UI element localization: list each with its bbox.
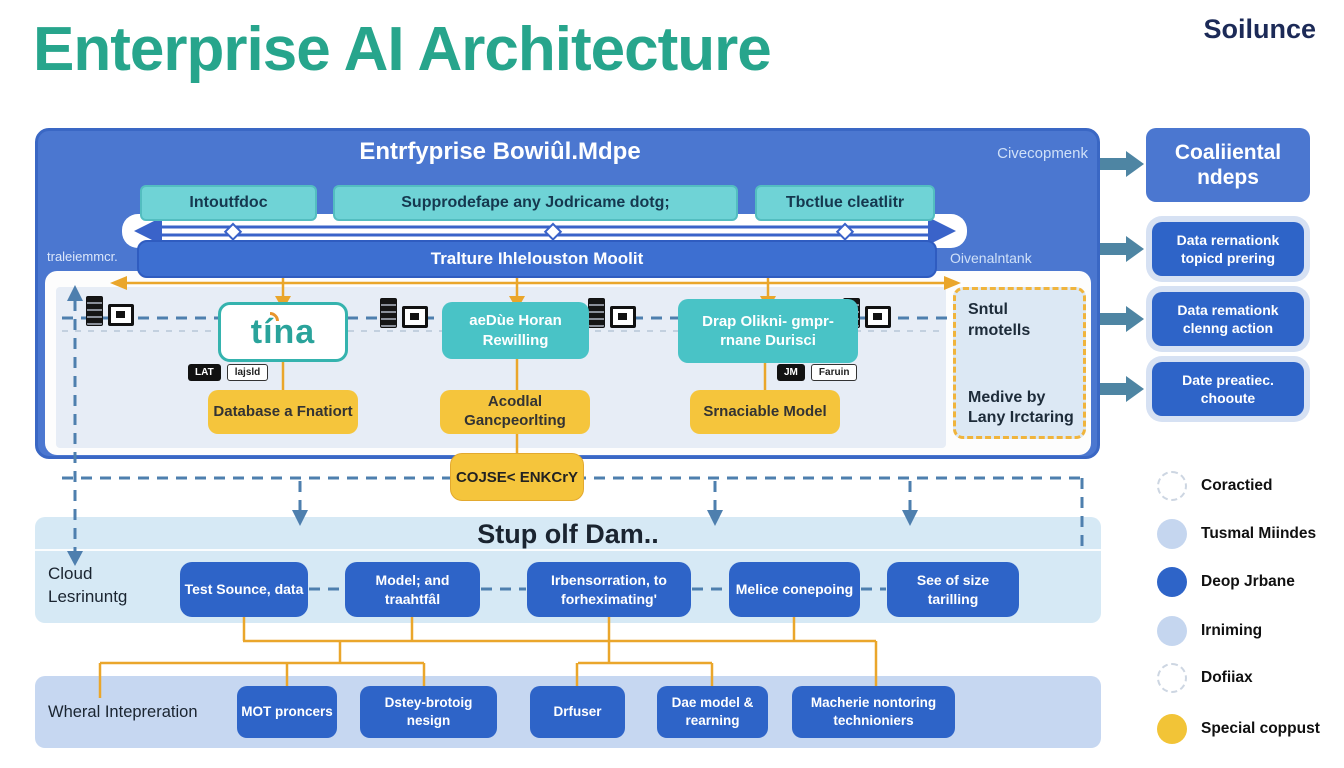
dashed-circle-icon [1157,471,1187,501]
monitor-icon [610,306,636,328]
bottom-box-2: Dstey-brotoig nesign [360,686,497,738]
cloud-divider-line [35,549,1101,551]
yellow-box-database: Database a Fnatiort [208,390,358,434]
teal-box-rewilling: aeDùe Horan Rewilling [442,302,589,359]
cloud-box-4: Melice conepoing [729,562,860,617]
yellow-box-acodlal: Acodlal Gancpeorlting [440,390,590,434]
monitor-icon [108,304,134,326]
sidebar-box-4: Date preatiec. chooute [1152,362,1304,416]
cloud-left-label: Cloud Lesrinuntg [48,564,128,606]
bottom-box-4: Dae model & rearning [657,686,768,738]
bottom-box-1: MOT proncers [237,686,337,738]
main-corner-label-top: Civecopmenk [997,145,1088,162]
chip-dark: JM [777,364,805,381]
sidebar-box-2: Data rernationk topicd prering [1152,222,1304,276]
monitor-icon [865,306,891,328]
legend-label: Coractied [1201,477,1273,494]
feature-bus-bar: Tralture Ihlelouston Moolit [137,240,937,278]
side-models-top-text: Sntul rmotells [968,301,1031,339]
cloud-box-3: Irbensorration, to forheximating' [527,562,691,617]
chip-dark: LAT [188,364,221,381]
side-models-bottom-text: Medive by Lany Irctaring [968,389,1074,426]
server-and-monitor-icon [86,296,134,326]
legend-label: Special coppust [1201,720,1320,737]
main-corner-label-mid: Oivenalntank [950,250,1032,266]
legend-item: Special coppust [1157,714,1320,744]
blue-circle-icon [1157,567,1187,597]
cloud-box-5: See of size tarilling [887,562,1019,617]
top-box-3: Tbctlue cleatlitr [755,185,935,221]
light-blue-circle-icon [1157,616,1187,646]
server-and-monitor-icon [588,298,636,328]
legend-item: Deop Jrbane [1157,567,1295,597]
legend-item: Dofiiax [1157,663,1253,693]
legend-item: Coractied [1157,471,1273,501]
server-icon [380,298,397,328]
sidebar-box-primary: Coaliiental ndeps [1146,128,1310,202]
legend-item: Tusmal Miindes [1157,519,1316,549]
teal-box-durisci: Drap Olikni- gmpr-rnane Durisci [678,299,858,363]
light-blue-circle-icon [1157,519,1187,549]
chip-light: lajsld [226,364,269,381]
top-box-1: Intoutfdoc [140,185,317,221]
legend-label: Tusmal Miindes [1201,525,1317,542]
top-box-2: Supprodefape any Jodricame dotg; [333,185,738,221]
side-models-dashed-box: Sntul rmotells Medive by Lany Irctaring [953,287,1086,439]
page-title: Enterprise AI Architecture [33,15,772,84]
cloud-box-1: Test Sounce, data [180,562,308,617]
server-icon [588,298,605,328]
main-container-title: Entrfyprise Bowiûl.Mdpe [359,138,641,165]
server-and-monitor-icon [380,298,428,328]
monitor-icon [402,306,428,328]
legend-item: Irniming [1157,616,1262,646]
company-logo: Soilunce [1203,14,1316,44]
yellow-circle-icon [1157,714,1187,744]
yellow-box-srnaciable: Srnaciable Model [690,390,840,434]
model-chip-group-left: LAT lajsld [188,364,269,381]
sidebar-box-3: Data remationk clenng action [1152,292,1304,346]
tina-logo-box: tína [218,302,348,362]
server-icon [86,296,103,326]
legend-label: Deop Jrbane [1201,573,1295,590]
chip-light: Faruin [810,364,858,381]
legend-label: Dofiiax [1201,669,1253,686]
model-chip-group-right: JM Faruin [777,364,858,381]
legend-label: Irniming [1201,622,1263,639]
cloud-section-title: Stup olf Dam.. [477,519,659,549]
main-left-label: traleiemmcr. [47,249,118,264]
cloud-box-2: Model; and traahtfâl [345,562,480,617]
dashed-circle-icon [1157,663,1187,693]
bottom-box-5: Macherie nontoring technioniers [792,686,955,738]
consistency-pill: COJSE< ENKCrY [450,453,584,501]
bottom-left-label: Wheral Intepreration [48,703,198,721]
bottom-box-3: Drfuser [530,686,625,738]
